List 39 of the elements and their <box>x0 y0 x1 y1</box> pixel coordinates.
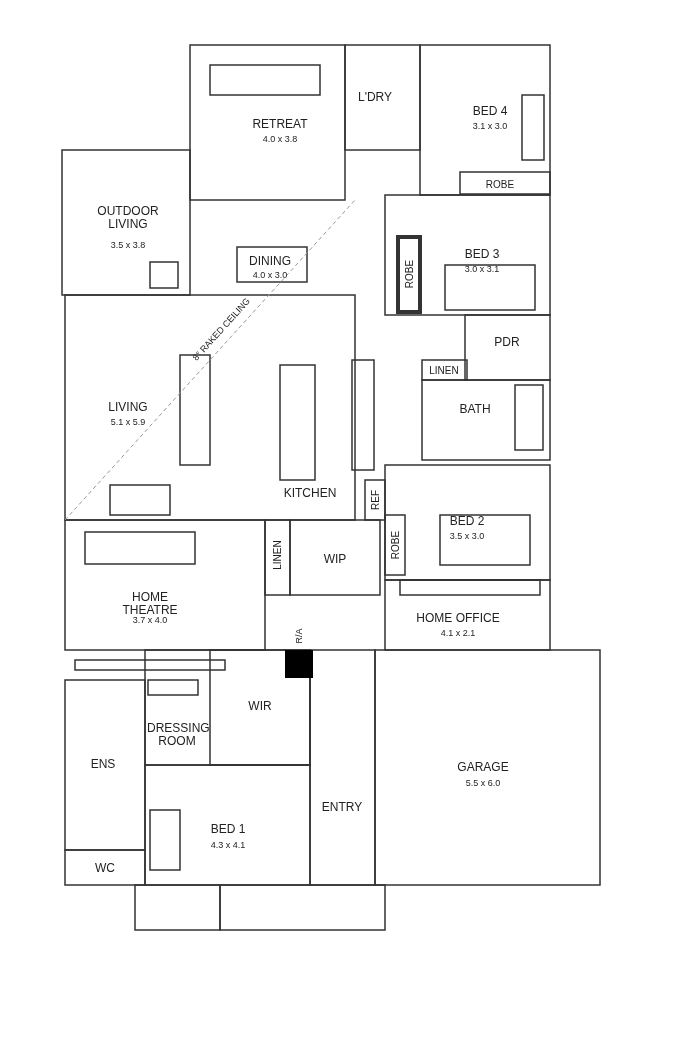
room-name: DINING <box>249 255 291 269</box>
room-dimension: 5.1 x 5.9 <box>110 418 146 428</box>
storage-name: LINEN <box>271 540 283 570</box>
room-dimension: 3.7 x 4.0 <box>132 616 168 626</box>
room-name: PDR <box>494 336 520 350</box>
room-name: BED 2 <box>449 515 485 529</box>
storage-name: ROBE <box>389 530 401 560</box>
room-dimension: 3.5 x 3.8 <box>110 241 146 251</box>
room-name: BED 4 <box>472 105 508 119</box>
room-name: OUTDOOR LIVING <box>96 204 160 232</box>
room-name: L'DRY <box>357 91 393 105</box>
room-dimension: 4.3 x 4.1 <box>210 841 246 851</box>
room-name: WIR <box>248 700 272 714</box>
room-name: BATH <box>459 403 491 417</box>
room-name: WIP <box>323 553 347 567</box>
room-name: BED 3 <box>464 248 500 262</box>
storage-name: LINEN <box>429 364 459 376</box>
room-name: ENS <box>90 758 116 772</box>
room-name: LIVING <box>108 401 148 415</box>
room-name: HOME THEATRE <box>121 590 179 617</box>
room-dimension: 3.5 x 3.0 <box>449 532 485 542</box>
room-dimension: 3.0 x 3.1 <box>464 265 500 275</box>
room-name: BED 1 <box>210 823 246 837</box>
room-dimension: 4.1 x 2.1 <box>440 629 476 639</box>
room-name: HOME OFFICE <box>416 612 500 626</box>
room-name: WC <box>95 862 115 876</box>
room-dimension: 4.0 x 3.0 <box>252 271 288 281</box>
storage-name: ROBE <box>403 259 415 289</box>
room-name: GARAGE <box>457 761 509 775</box>
room-dimension: 3.1 x 3.0 <box>472 122 508 132</box>
room-name: DRESSING ROOM <box>147 721 207 749</box>
room-name: RETREAT <box>252 118 308 132</box>
return-air-label: R/A <box>295 628 305 644</box>
room-name: ENTRY <box>321 801 363 815</box>
room-dimension: 4.0 x 3.8 <box>262 135 298 145</box>
storage-name: ROBE <box>485 178 515 190</box>
appliance-name: REF <box>369 490 381 510</box>
room-name: KITCHEN <box>283 487 337 501</box>
room-dimension: 5.5 x 6.0 <box>465 779 501 789</box>
